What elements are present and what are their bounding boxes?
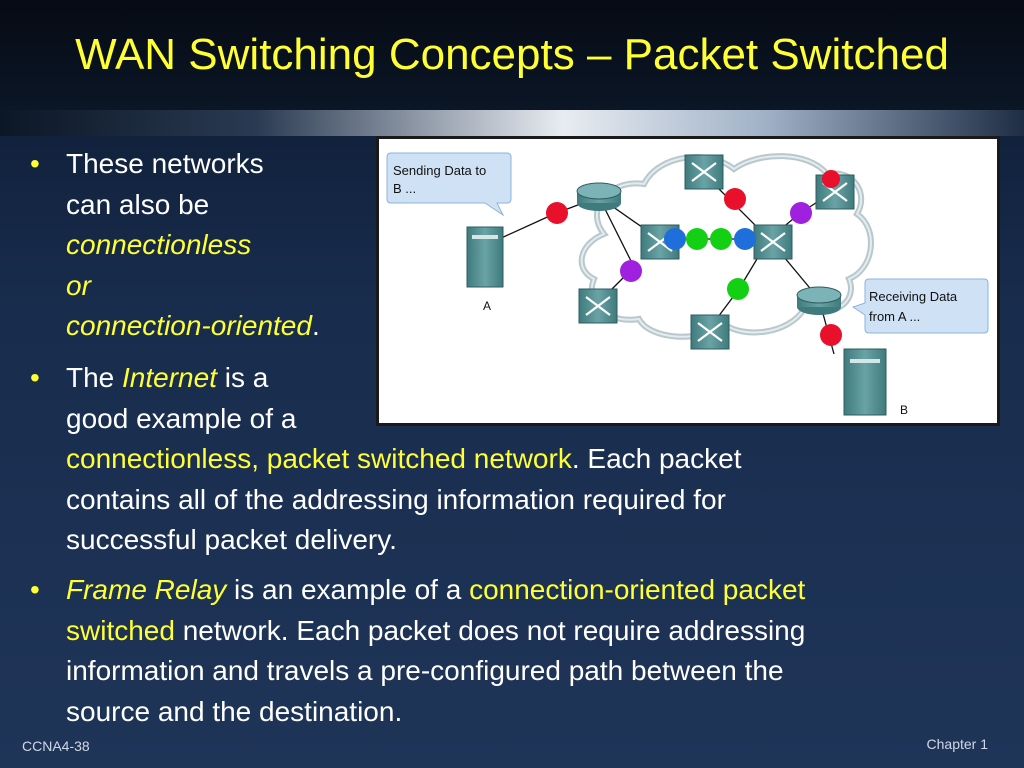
bullet-2-line-3-rest: . Each packet [571,443,742,474]
server-b-icon [843,348,887,416]
bullet-3-frame-relay: Frame Relay [66,574,227,605]
bullet-3-line-2-rest: network. Each packet does not require ad… [174,614,806,646]
bullet-1-line-2: can also be [66,188,210,220]
bullet-2-line-4: contains all of the addressing informati… [66,483,726,515]
bullet-1-line-5: connection-oriented [66,310,312,341]
bullet-2-text-c: is a [216,362,269,393]
packet-red-4 [820,324,842,346]
packet-blue-2 [734,228,756,250]
bullet-3-line-3: information and travels a pre-configured… [66,655,784,686]
bullet-2: The Internet is a good example of a conn… [66,358,741,561]
title-bar [0,0,1024,110]
bullet-2-highlight: connectionless, packet switched network [66,443,572,474]
server-a-icon [466,226,504,288]
bullet-1-line-3: connectionless [66,229,252,260]
packet-green-2 [710,228,732,250]
packets [546,170,842,346]
bullet-2-marker: • [30,362,40,393]
bullet-3-line-4: source and the destination. [66,695,403,727]
bullet-3-highlight-1: connection-oriented packet [469,574,806,605]
bullet-1-line-4: or [66,269,91,301]
packet-red-2 [724,188,746,210]
bullet-1-period: . [311,310,320,341]
network-diagram: A B [376,136,1000,426]
switch-top-icon [684,154,724,190]
bullet-3-text-b: is an example of a [226,574,470,605]
bullet-2-internet: Internet [122,362,217,393]
callout-sending-line-1: Sending Data to [393,163,486,178]
footer-slide-id: CCNA4-38 [22,738,90,754]
callout-receiving: Receiving Data from A ... [851,278,989,334]
footer-chapter: Chapter 1 [926,736,988,752]
packet-purple-2 [620,260,642,282]
callout-receiving-line-1: Receiving Data [869,289,958,304]
packet-red-3 [822,170,840,188]
bullet-2-text-a: The [66,362,123,393]
packet-blue-1 [664,228,686,250]
bullet-1-line-1: These networks [66,148,264,179]
label-b: B [900,403,908,417]
slide-title: WAN Switching Concepts – Packet Switched [75,30,949,79]
callout-sending: Sending Data to B ... [386,152,512,217]
switch-arrows [585,162,848,342]
bullet-2-line-5: successful packet delivery. [66,524,397,555]
bullet-3: Frame Relay is an example of a connectio… [66,570,805,732]
packet-green-1 [686,228,708,250]
title-rule [0,110,1024,136]
network-diagram-svg: A B [386,152,989,417]
bullet-3-highlight-2: switched [66,614,175,646]
router-right-icon [796,286,842,315]
bullet-2-line-2: good example of a [66,402,297,434]
packet-green-3 [727,278,749,300]
callout-sending-line-2: B ... [393,181,416,196]
callout-receiving-line-2: from A ... [869,309,920,324]
packet-red-1 [546,202,568,224]
packet-purple-1 [790,202,812,224]
bullet-3-marker: • [30,574,40,605]
bullet-1-marker: • [30,148,40,179]
bullet-1: These networks can also be connectionles… [66,144,320,347]
router-left-icon [576,182,622,211]
label-a: A [483,299,491,313]
